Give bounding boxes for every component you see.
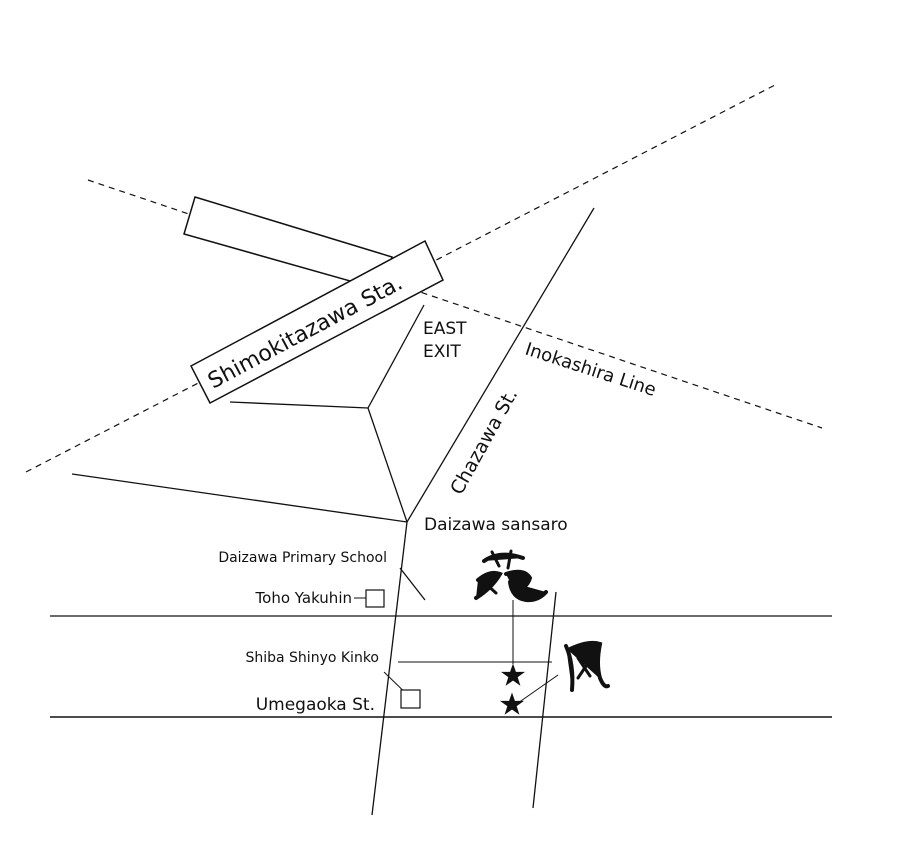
toho-yakuhin-marker: Toho Yakuhin: [255, 589, 385, 608]
umegaoka-street-label: Umegaoka St.: [256, 695, 375, 715]
shop-logo-calligraphy: [474, 549, 610, 692]
station-platform-front: [189, 239, 444, 405]
destination-star-icon: [499, 692, 525, 715]
toho-yakuhin-label: Toho Yakuhin: [255, 589, 352, 607]
daizawa-sansaro-label: Daizawa sansaro: [424, 515, 568, 535]
daizawa-primary-school-label: Daizawa Primary School: [218, 550, 387, 566]
school-side-road: [399, 567, 426, 601]
logo-character-nagi: [564, 640, 610, 692]
shiba-shinyo-kinko-marker: Shiba Shinyo Kinko: [245, 650, 421, 709]
logo-character-en: [474, 549, 548, 603]
destination-markers: [398, 600, 559, 715]
exit-label-line2: EXIT: [423, 342, 461, 362]
road-east-exit-path: [367, 304, 425, 409]
chazawa-street-label: Chazawa St.: [446, 385, 522, 498]
daizawa-sansaro-south-road: [371, 521, 408, 816]
east-side-road: [532, 591, 557, 809]
destination-star-icon: [500, 663, 526, 686]
exit-label-line1: EAST: [423, 319, 467, 339]
inokashira-line-label: Inokashira Line: [522, 339, 658, 401]
road-west-long: [71, 473, 408, 523]
station-building: Shimokitazawa Sta.: [183, 196, 444, 405]
road-west-branch: [229, 401, 369, 409]
shiba-shinyo-kinko-label: Shiba Shinyo Kinko: [245, 650, 379, 666]
toho-yakuhin-building: [365, 589, 385, 608]
road-network: [50, 207, 832, 816]
station-label: Shimokitazawa Sta.: [204, 271, 407, 395]
exit-label: EAST EXIT: [423, 319, 467, 362]
chazawa-street: [406, 207, 595, 523]
shiba-shinyo-kinko-building: [400, 689, 421, 709]
road-to-junction: [367, 407, 408, 523]
